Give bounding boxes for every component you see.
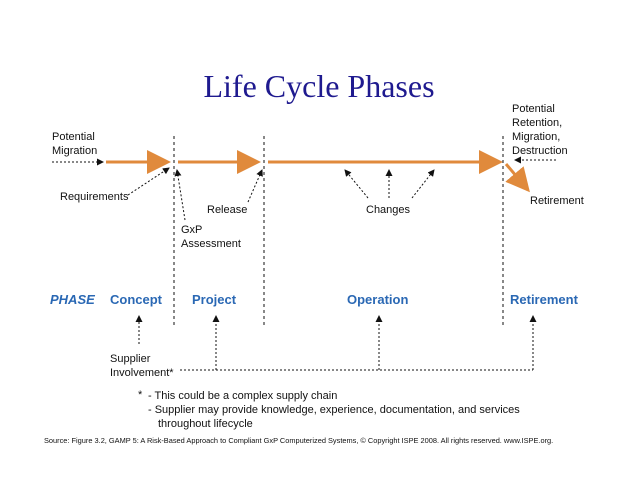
- page-title: Life Cycle Phases: [203, 68, 435, 104]
- potential-retention-label: Potential Retention, Migration, Destruct…: [512, 103, 568, 157]
- supplier-involvement-label: Supplier Involvement*: [110, 353, 174, 379]
- note-star: *: [138, 389, 143, 401]
- phase-project: Project: [192, 292, 237, 307]
- lifeline: [106, 150, 530, 193]
- source-citation: Source: Figure 3.2, GAMP 5: A Risk-Based…: [44, 436, 553, 445]
- note-line-3: throughout lifecycle: [158, 418, 253, 430]
- phase-concept: Concept: [110, 292, 163, 307]
- lifeline-retirement-segment: [504, 163, 530, 193]
- requirements-arrow: [127, 167, 170, 196]
- gxp-assessment-label: GxP Assessment: [181, 224, 241, 250]
- note-line-1: - This could be a complex supply chain: [148, 390, 337, 402]
- release-label: Release: [207, 204, 247, 216]
- requirements-label: Requirements: [60, 191, 129, 203]
- changes-arrows: [344, 169, 435, 199]
- gxp-arrow: [174, 169, 186, 221]
- potential-migration-label: Potential Migration: [52, 131, 98, 157]
- retirement-label: Retirement: [530, 195, 584, 207]
- phase-dividers: [173, 136, 504, 326]
- changes-label: Changes: [366, 204, 411, 216]
- note-line-2: - Supplier may provide knowledge, experi…: [148, 404, 520, 416]
- phase-retirement: Retirement: [510, 292, 579, 307]
- supplier-lines: [180, 315, 537, 371]
- phase-operation: Operation: [347, 292, 408, 307]
- release-arrow: [247, 169, 263, 203]
- phase-heading: PHASE: [50, 292, 95, 307]
